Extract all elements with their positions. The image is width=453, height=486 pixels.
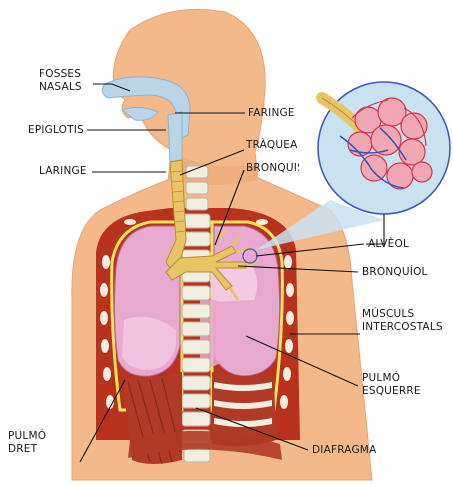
label-intercostals-line2: INTERCOSTALS [362,321,443,334]
label-faringe: FARINGE [248,107,295,120]
label-musculs-intercostals: MÚSCULS INTERCOSTALS [362,308,443,334]
label-fosses-line1: FOSSES [39,68,82,81]
label-diafragma: DIAFRAGMA [312,444,376,457]
label-pulmo-dret: PULMÓ DRET [8,430,46,456]
label-bronquiol: BRONQUÍOL [362,266,428,279]
label-laringe: LARINGE [39,165,87,178]
label-pulmo-esq-line1: PULMÓ [362,372,421,385]
label-alveol: ALVÈOL [368,238,409,251]
label-musculs-line1: MÚSCULS [362,308,443,321]
label-traquea: TRÀQUEA [246,139,297,152]
label-pulmo-dret-line1: PULMÓ [8,430,46,443]
label-nasals-line2: NASALS [39,81,82,94]
label-bronquis: BRONQUIS [246,162,299,175]
label-esquerre-line2: ESQUERRE [362,385,421,398]
label-pulmo-esquerre: PULMÓ ESQUERRE [362,372,421,398]
pharynx [168,112,182,162]
label-epiglotis: EPIGLOTIS [28,124,84,137]
label-fosses-nasals: FOSSES NASALS [39,68,82,94]
label-dret-line2: DRET [8,443,46,456]
